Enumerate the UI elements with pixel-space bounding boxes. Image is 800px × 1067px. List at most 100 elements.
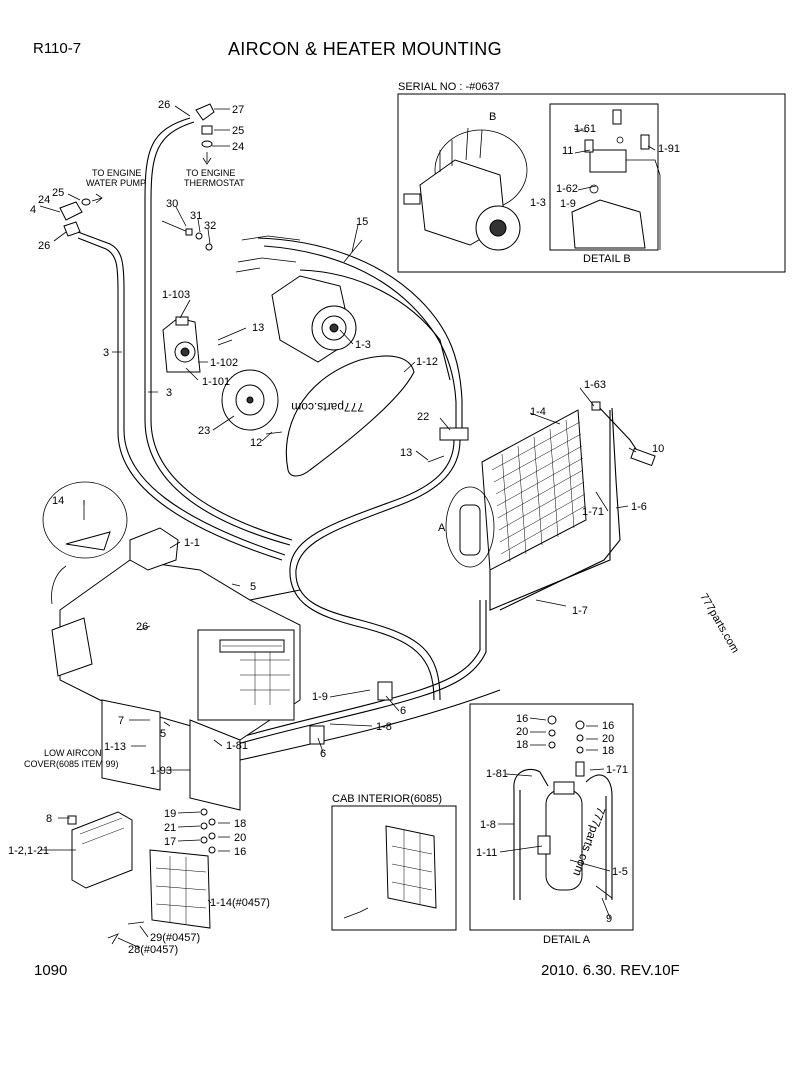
compressor-bolts [235, 235, 301, 273]
condenser: A [438, 401, 656, 611]
callout: 1-103 [162, 289, 190, 301]
line-1-9 [295, 439, 461, 701]
heater-hose-3b [77, 231, 286, 556]
watermark-2: 777parts.com [697, 592, 741, 656]
washer-17 [200, 836, 208, 844]
callout: 10 [652, 443, 664, 455]
callout: 1-3 [355, 339, 371, 351]
callout: 16 [516, 713, 528, 725]
note-low-aircon-1: LOW AIRCON [44, 748, 102, 758]
callout: 16 [234, 846, 246, 858]
callout: 1-11 [476, 847, 497, 859]
detail-b-block [571, 199, 646, 249]
note-low-aircon-2: COVER(6085 ITEM 99) [24, 759, 119, 769]
elbow-fitting-27 [195, 103, 215, 121]
blower-grille [240, 645, 290, 705]
callout: 1-9 [560, 198, 576, 210]
nut-16a [208, 846, 216, 854]
detail-a-circle [445, 486, 495, 568]
note-pump-1: TO ENGINE [92, 168, 141, 178]
washer-20b [548, 729, 556, 737]
callout: 7 [118, 715, 124, 727]
control-panel-keys [79, 817, 125, 845]
bolt-30-head [185, 228, 193, 236]
callout: 1-12 [416, 356, 438, 368]
washer-20c [576, 734, 584, 742]
screw-29 [127, 921, 145, 925]
detail-a-drier-cap [553, 781, 575, 795]
callout: 20 [602, 733, 614, 745]
rotation-arrow [51, 565, 67, 605]
callout: 18 [516, 739, 528, 751]
line-1-7 [499, 407, 621, 611]
heater-hose-3b-inner [77, 237, 283, 561]
callout: 25 [232, 125, 244, 137]
washer-18c [576, 746, 584, 754]
lower-left-parts [67, 811, 211, 945]
washer-18b [548, 741, 556, 749]
detail-a-marker: A [438, 522, 446, 534]
callout: 16 [602, 720, 614, 732]
inset-connector [403, 193, 421, 205]
callout: 23 [198, 425, 210, 437]
crank-pulley-hole [246, 396, 254, 404]
clamp-22 [439, 427, 469, 441]
detail-b-manifold [589, 149, 627, 173]
heater-hoses [77, 117, 293, 561]
note-thermostat-2: THERMOSTAT [184, 178, 245, 188]
bolt-30 [161, 220, 189, 233]
callout: 9 [606, 913, 612, 925]
washer-19 [200, 808, 208, 816]
condenser-frame [489, 410, 611, 611]
callout: 1-14(#0457) [210, 897, 270, 909]
callout: 1-81 [486, 768, 508, 780]
callout: 1-71 [606, 764, 628, 776]
nut-16c [575, 720, 585, 730]
callout: 20 [234, 832, 246, 844]
callout: 26 [38, 240, 50, 252]
low-aircon-cover [101, 699, 161, 791]
callout: 22 [417, 411, 429, 423]
detail-a-bolt-9 [595, 885, 613, 899]
arrow-pump [91, 193, 103, 204]
clip-14 [65, 531, 111, 551]
nut-16b [547, 715, 557, 725]
vent-grille-slats [155, 856, 207, 924]
callout: 1-8 [480, 819, 496, 831]
serial-label: SERIAL NO : -#0637 [398, 81, 500, 93]
heater-hose-3a [144, 117, 291, 546]
callout: 11 [562, 145, 573, 157]
callout: 1-61 [574, 123, 596, 135]
detail-a-label: DETAIL A [543, 934, 591, 946]
callout: 1-2,1-21 [8, 845, 49, 857]
detail-b-oring-2 [616, 136, 624, 144]
fitting-10 [630, 447, 656, 467]
callout: 18 [602, 745, 614, 757]
callout: 1-4 [530, 406, 546, 418]
bolt-13a [217, 339, 233, 346]
tensioner-bolt-1103 [175, 316, 189, 326]
callout: 21 [164, 822, 176, 834]
discharge-line [299, 269, 451, 381]
compressor-group [161, 220, 415, 477]
cab-screw [343, 907, 369, 919]
callout: 29(#0457) [150, 932, 200, 944]
note-thermostat-1: TO ENGINE [186, 168, 235, 178]
detail-a-line-1-71 [585, 774, 613, 900]
callout: 31 [190, 210, 202, 222]
clamp-6a [377, 681, 393, 701]
line-1-8-inner [229, 600, 487, 747]
condenser-core [481, 409, 587, 571]
callout: 1-91 [658, 143, 680, 155]
detail-b-frame [549, 103, 659, 251]
callout: 1-62 [556, 183, 578, 195]
condenser-fins-v [501, 419, 575, 563]
callout: 1-63 [584, 379, 606, 391]
callout: 1-13 [104, 741, 126, 753]
oring-24b [81, 198, 91, 206]
callout: 13 [252, 322, 264, 334]
callout: 26 [136, 621, 148, 633]
cab-grille [385, 825, 437, 909]
callout: 26 [158, 99, 170, 111]
inset-pulley-hub [489, 219, 507, 237]
